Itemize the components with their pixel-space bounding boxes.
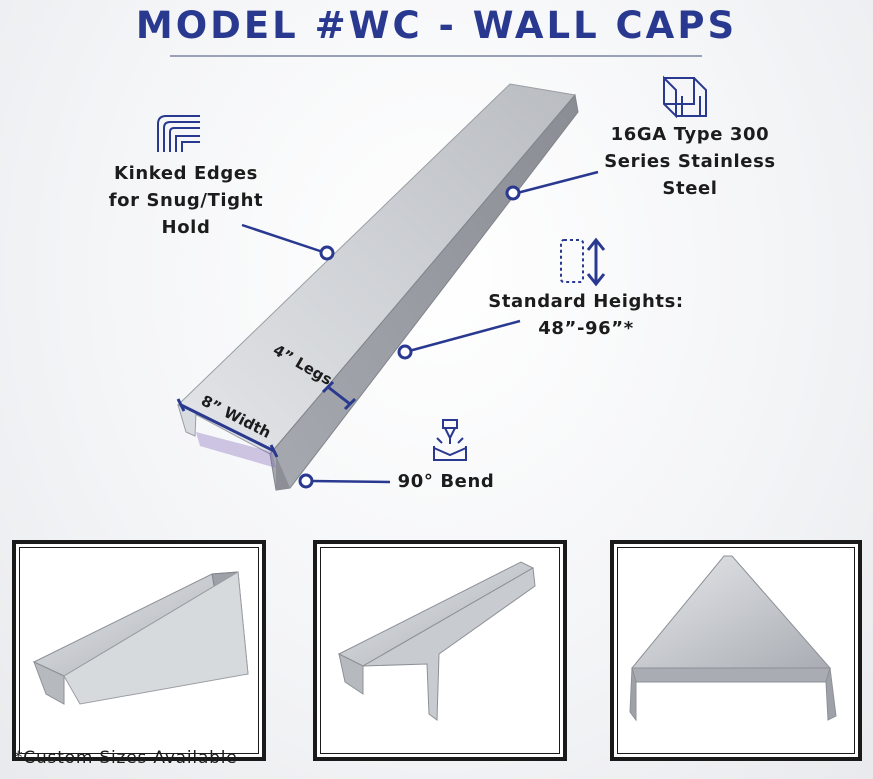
- bend-callout: 90° Bend: [397, 471, 495, 492]
- photo-3-drawing: [629, 555, 837, 722]
- heights-line-1: Standard Heights:: [488, 291, 684, 312]
- press-brake-bend-icon: [433, 419, 467, 461]
- height-arrow-icon: [560, 237, 606, 287]
- legs-dimension: [321, 380, 357, 411]
- steel-line-3: Steel: [662, 178, 718, 199]
- kinked-edge-icon: [157, 115, 200, 152]
- steel-callout: 16GA Type 300 Series Stainless Steel: [595, 121, 785, 202]
- kinked-line-2: for Snug/Tight: [108, 190, 264, 211]
- heights-line-2: 48”-96”*: [538, 318, 634, 339]
- photo-1-drawing: [32, 571, 249, 705]
- steel-channel-icon: [663, 75, 707, 119]
- custom-sizes-note: *Custom Sizes Available: [14, 748, 238, 768]
- steel-line-1: 16GA Type 300: [610, 124, 770, 145]
- wall-cap-product: [177, 83, 579, 491]
- width-dimension: [176, 398, 279, 458]
- steel-line-2: Series Stainless: [604, 151, 776, 172]
- heights-callout: Standard Heights: 48”-96”*: [476, 288, 696, 342]
- title-underline: [170, 55, 702, 57]
- kinked-line-3: Hold: [161, 217, 211, 238]
- product-photo-2: [313, 540, 567, 761]
- product-photo-1: [12, 540, 266, 761]
- page-title: MODEL #WC - WALL CAPS: [135, 4, 738, 47]
- photo-2-drawing: [337, 561, 536, 721]
- kinked-line-1: Kinked Edges: [114, 163, 258, 184]
- product-photo-3: [610, 540, 862, 761]
- kinked-edges-callout: Kinked Edges for Snug/Tight Hold: [96, 160, 276, 241]
- callout-leaders: [241, 170, 599, 489]
